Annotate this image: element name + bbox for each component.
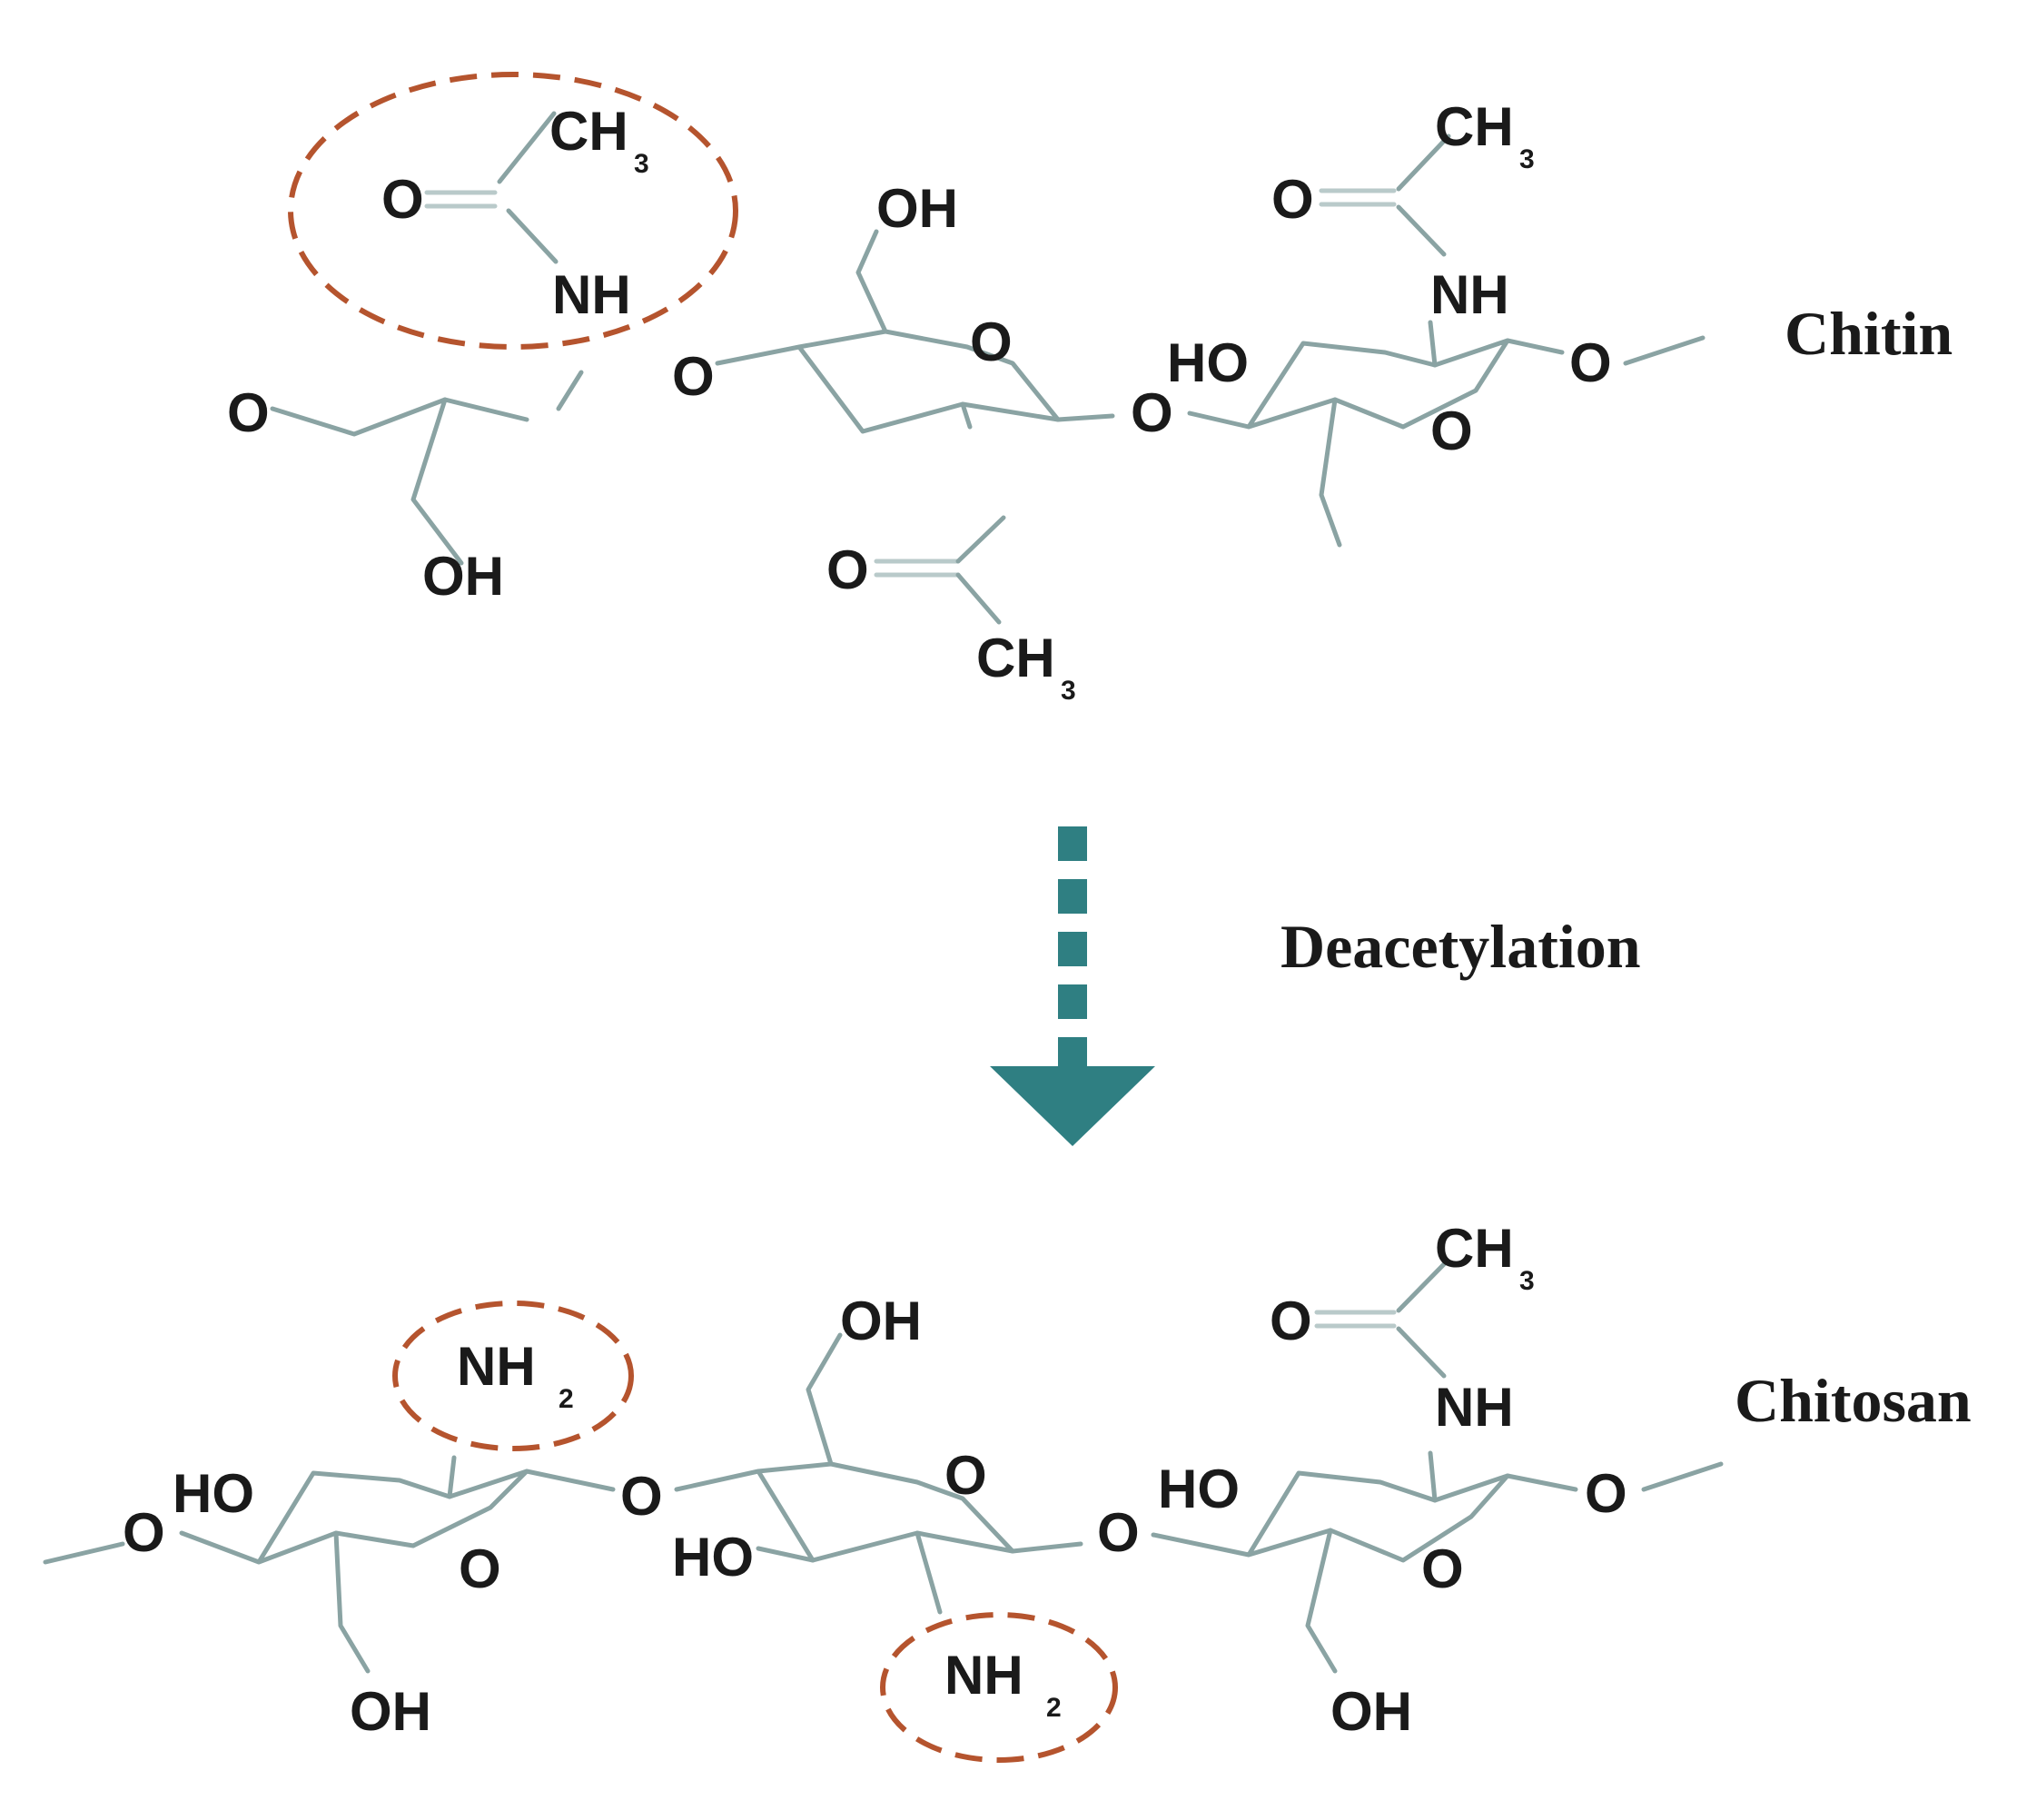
chitin-glycosidic-bond [1055, 413, 1115, 422]
chitin-ring-oxygen: O [1430, 401, 1473, 461]
chitosan-glycosidic-bond [524, 1469, 616, 1492]
chitosan-ring-1-amine-bond [447, 1455, 457, 1499]
chitosan-atom-o: O [1097, 1502, 1140, 1563]
chitin-atom-nh: NH [552, 264, 631, 325]
chitosan-atom-oh: OH [350, 1681, 431, 1742]
chitin-atom-o: O [381, 169, 424, 230]
chitin-ring-3-ch2oh-bond [1319, 397, 1342, 548]
arrow-head [990, 1066, 1155, 1146]
chitin-acetyl-bond [497, 111, 557, 184]
chitin-label: Chitin [1785, 299, 1953, 368]
chitosan-ring-1-ch2oh-bond [333, 1530, 371, 1674]
chitin-atom-oh: OH [876, 178, 958, 239]
chitosan-subscript: 2 [1046, 1693, 1062, 1723]
chitin-atom-ch: CH [549, 101, 628, 162]
chitosan-glycosidic-bond [1010, 1541, 1083, 1554]
chitosan-acetyl-bond [1396, 1326, 1447, 1379]
chitin-ring-oxygen: O [970, 312, 1013, 372]
chitin-subscript: 3 [1061, 676, 1076, 706]
chitosan-atom-o: O [1585, 1463, 1627, 1524]
chitosan-chain-start-bond [43, 1541, 125, 1565]
chitin-acetyl-bond [955, 515, 1006, 564]
chitosan-ring-2-ch2oh-bond [806, 1332, 843, 1467]
chitosan-atom-o: O [620, 1466, 663, 1527]
chitosan-structure: O HO O OH NH 2 O HO OH O NH 2 O HO O OH … [43, 1218, 1972, 1763]
chitin-atom-o: O [1569, 332, 1612, 393]
chitin-subscript: 3 [1519, 144, 1535, 174]
chitosan-atom-oh: OH [840, 1291, 922, 1351]
chitin-acetyl-bond [1396, 204, 1447, 257]
chitin-atom-oh: OH [422, 546, 504, 607]
chitosan-atom-ho: HO [672, 1527, 754, 1588]
chitin-acetyl-double-bond [424, 190, 498, 209]
chitosan-subscript: 2 [559, 1384, 574, 1414]
arrow-dash [1058, 879, 1087, 914]
chitosan-subscript: 3 [1519, 1266, 1535, 1296]
chitosan-atom-oh: OH [1330, 1681, 1412, 1742]
chitosan-ring-2-amine-bond [915, 1530, 943, 1615]
chitosan-chain-end-bond [1641, 1461, 1724, 1492]
chitin-ring-1-ch2oh-bond [410, 397, 464, 566]
chitosan-atom-o: O [1270, 1291, 1312, 1351]
chitosan-atom-ho: HO [173, 1463, 254, 1524]
chitin-atom-o: O [1271, 169, 1314, 230]
chitosan-ring-oxygen: O [1421, 1538, 1464, 1599]
chitin-glycosidic-bond [1505, 338, 1565, 355]
chitin-atom-o: O [227, 382, 270, 443]
chitin-ring-3-bond [1187, 338, 1510, 430]
chitosan-acetyl-double-bond [1314, 1310, 1397, 1329]
chitin-chain-end-bond [1623, 335, 1706, 366]
chitin-atom-o: O [672, 346, 715, 407]
chitin-ring-3-bond [1428, 320, 1438, 368]
chitin-ring-2-ch2oh-bond [855, 229, 888, 334]
amine-group-highlight [392, 1301, 634, 1451]
chitosan-ring-oxygen: O [944, 1445, 987, 1506]
acetyl-group-highlight [288, 72, 738, 350]
chitin-atom-ho: HO [1167, 332, 1249, 393]
chitin-atom-o: O [1131, 382, 1173, 443]
chitin-atom-o: O [826, 539, 869, 600]
chitin-ring-2-bond [960, 401, 973, 430]
chitosan-ring-3-bond [1428, 1450, 1438, 1503]
chitosan-atom-ho: HO [1158, 1459, 1240, 1519]
chitosan-ring-3-ch2oh-bond [1305, 1528, 1338, 1674]
amine-group-highlight [880, 1612, 1118, 1763]
chitin-acetyl-bond [955, 572, 1002, 625]
chitin-acetyl-bond [506, 208, 559, 264]
arrow-dash [1058, 932, 1087, 966]
arrow-dash [1058, 826, 1087, 861]
chitin-acetyl-double-bond [1319, 188, 1397, 207]
chitin-atom-ch: CH [1435, 96, 1514, 157]
chitin-atom-nh: NH [1430, 264, 1509, 325]
process-label: Deacetylation [1280, 912, 1641, 981]
chitosan-atom-ch: CH [1435, 1218, 1514, 1279]
chitosan-ring-2-bond [756, 1546, 816, 1563]
chitosan-ring-1-bond [179, 1469, 529, 1565]
chitin-atom-ch: CH [976, 628, 1055, 688]
chitosan-ring-oxygen: O [459, 1538, 501, 1599]
arrow-dash [1058, 1037, 1087, 1066]
arrow-dash [1058, 984, 1087, 1019]
chitin-ring-1-bond [270, 397, 529, 437]
chitosan-label: Chitosan [1735, 1366, 1972, 1435]
chitin-structure: O CH 3 NH O OH O OH O O HO O CH 3 O CH 3… [227, 72, 1953, 706]
chitosan-atom-nh: NH [457, 1336, 536, 1397]
chitosan-atom-nh: NH [944, 1645, 1023, 1706]
chitosan-atom-nh: NH [1435, 1377, 1514, 1438]
chitosan-ring-3-bond [1151, 1470, 1510, 1563]
chitosan-atom-o: O [123, 1502, 165, 1563]
deacetylation-arrow [990, 826, 1155, 1146]
chitin-acetyl-double-bond [874, 559, 961, 578]
chitosan-acetyl-bond [1396, 1261, 1447, 1313]
chitin-ring-1-bond [556, 370, 584, 411]
chitin-subscript: 3 [634, 149, 649, 179]
chitin-acetyl-bond [1396, 134, 1451, 192]
chitosan-glycosidic-bond [1505, 1473, 1578, 1492]
